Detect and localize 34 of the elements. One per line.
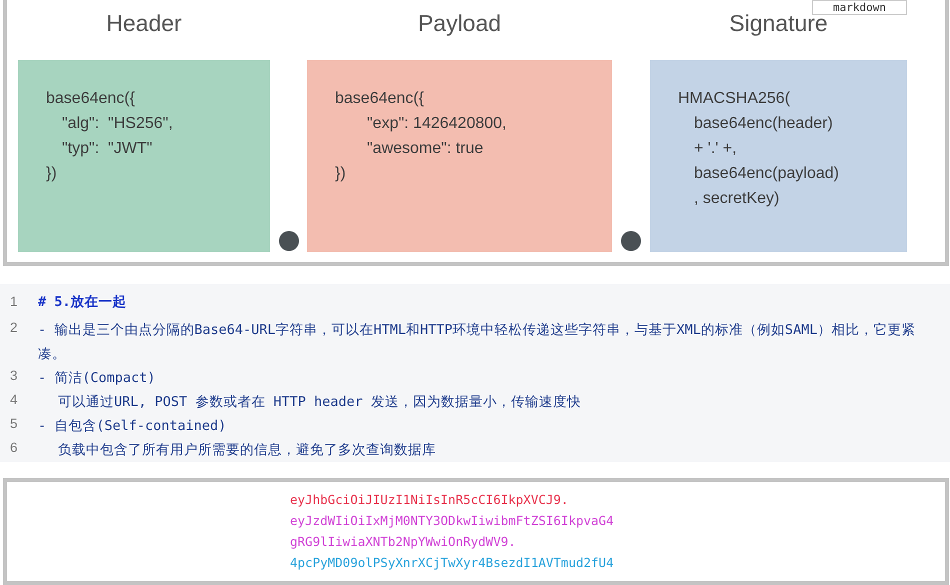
code-line: , secretKey)	[694, 189, 780, 209]
markdown-text: - 简洁(Compact)	[38, 369, 156, 388]
code-line: base64enc(payload)	[694, 164, 840, 184]
code-line: "alg": "HS256",	[62, 114, 174, 134]
token-line: 4pcPyMD09olPSyXnrXCjTwXyr4BsezdI1AVTmud2fU4	[290, 555, 614, 570]
separator-dot	[621, 231, 641, 251]
code-line: base64enc({	[335, 89, 425, 109]
code-line: })	[335, 164, 347, 184]
code-line: HMACSHA256(	[678, 89, 792, 109]
tab-label: markdown	[812, 0, 907, 15]
markdown-text: 负载中包含了所有用户所需要的信息，避免了多次查询数据库	[58, 441, 436, 460]
code-line: "typ": "JWT"	[62, 139, 154, 159]
code-line: })	[46, 164, 58, 184]
section-heading: Payload	[416, 10, 502, 37]
section-heading: Header	[105, 10, 183, 37]
code-line: "awesome": true	[367, 139, 484, 159]
line-number: 5	[10, 415, 18, 433]
markdown-heading: # 5.放在一起	[38, 293, 127, 312]
line-number: 3	[10, 367, 18, 385]
code-line: base64enc(header)	[694, 114, 834, 134]
code-line: "exp": 1426420800,	[367, 114, 508, 134]
line-number: 4	[10, 391, 18, 409]
line-number: 2	[10, 319, 18, 337]
token-line: eyJhbGciOiJIUzI1NiIsInR5cCI6IkpXVCJ9.	[290, 492, 568, 507]
separator-dot	[279, 231, 299, 251]
token-line: gRG9lIiwiaXNTb2NpYWwiOnRydWV9.	[290, 534, 516, 549]
code-line: base64enc({	[46, 89, 136, 109]
markdown-text: 可以通过URL, POST 参数或者在 HTTP header 发送，因为数据量小，传输速度快	[58, 393, 581, 412]
line-number: 1	[10, 293, 18, 311]
markdown-text: - 输出是三个由点分隔的Base64-URL字符串，可以在HTML和HTTP环境中轻松传递这些字符串，与基于XML的标准（例如SAML）相比，它更紧凑。	[38, 321, 916, 364]
markdown-text: - 自包含(Self-contained)	[38, 417, 226, 436]
line-number: 6	[10, 439, 18, 457]
token-line: eyJzdWIiOiIxMjM0NTY3ODkwIiwibmFtZSI6IkpvaG4	[290, 513, 614, 528]
code-line: + '.' +,	[694, 139, 738, 159]
